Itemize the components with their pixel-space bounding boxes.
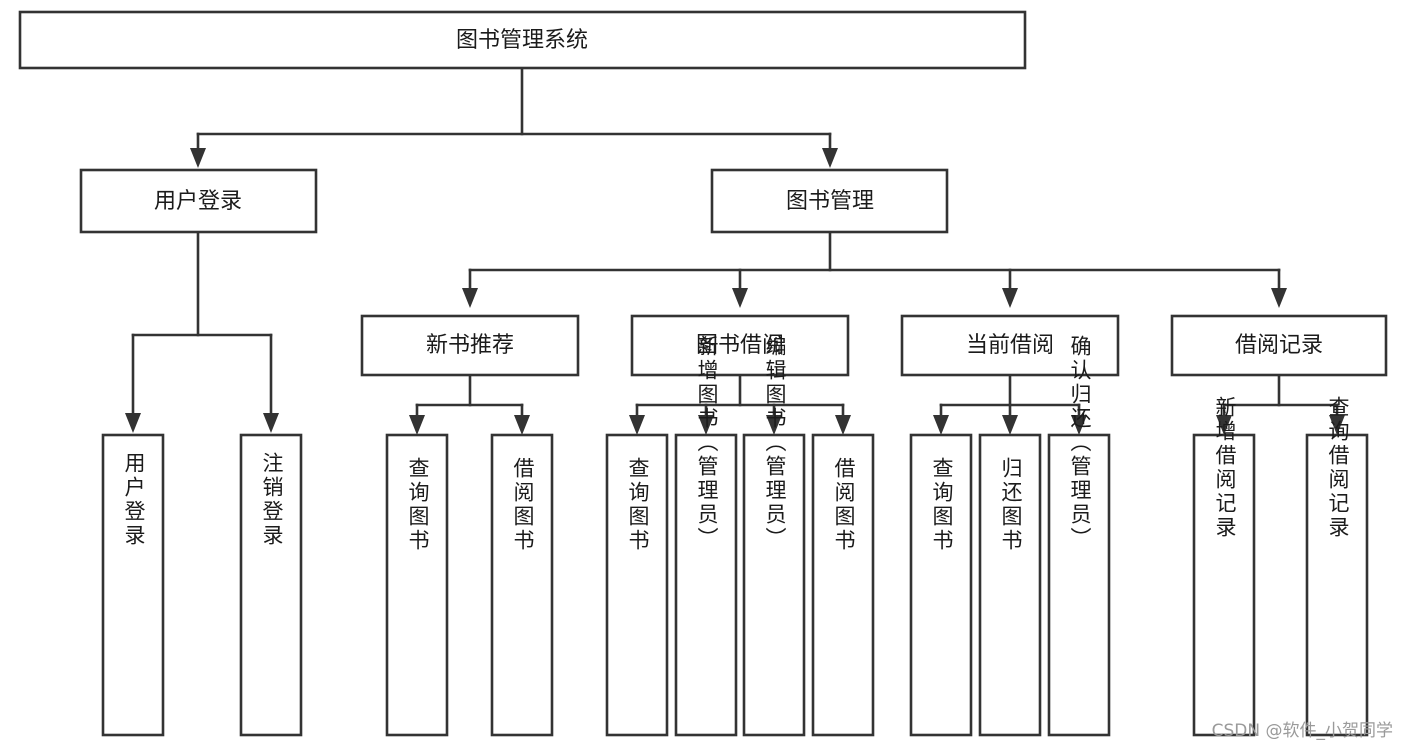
leaf-borrow-book-1-box[interactable] — [490, 433, 554, 737]
leaf-add-book-label: 新增图书（管理员） — [695, 335, 719, 551]
arrow-bb-to-leaf1 — [629, 415, 645, 435]
node-root[interactable]: 图书管理系统 — [18, 10, 1027, 70]
leaf-return-book-label: 归还图书 — [999, 457, 1023, 553]
leaf-query-book-2-box[interactable] — [605, 433, 669, 737]
node-book-borrow-box[interactable] — [630, 314, 850, 377]
node-book-borrow[interactable]: 图书借阅 — [630, 314, 850, 377]
node-book-borrow-label: 图书借阅 — [696, 333, 784, 358]
node-new-book-recommend[interactable]: 新书推荐 — [360, 314, 580, 377]
leaf-edit-book[interactable]: 编辑图书（管理员） — [742, 335, 806, 737]
leaf-query-book-3-box[interactable] — [909, 433, 973, 737]
leaf-query-book-1[interactable]: 查询图书 — [385, 433, 449, 737]
node-borrow-record-label: 借阅记录 — [1235, 333, 1323, 358]
arrow-bb-to-leaf4 — [835, 415, 851, 435]
leaf-query-book-2[interactable]: 查询图书 — [605, 433, 669, 737]
node-borrow-record[interactable]: 借阅记录 — [1170, 314, 1388, 377]
leaf-query-book-3-label: 查询图书 — [930, 457, 954, 553]
leaf-user-logout-box[interactable] — [239, 433, 303, 737]
arrow-root-to-user-login — [190, 148, 206, 168]
node-book-manage[interactable]: 图书管理 — [710, 168, 949, 234]
leaf-add-record-label: 新增借阅记录 — [1213, 396, 1237, 540]
leaf-add-record-box[interactable] — [1192, 433, 1256, 737]
leaf-query-record-label: 查询借阅记录 — [1326, 396, 1350, 540]
node-current-borrow-box[interactable] — [900, 314, 1120, 377]
node-book-manage-box[interactable] — [710, 168, 949, 234]
leaf-query-record-box[interactable] — [1305, 433, 1369, 737]
leaf-user-login-label: 用户登录 — [122, 452, 146, 548]
arrow-bm-to-borrow-record — [1271, 288, 1287, 308]
arrow-newbook-to-leaf2 — [514, 415, 530, 435]
leaf-confirm-return-label: 确认归还（管理员） — [1068, 335, 1092, 551]
node-root-label: 图书管理系统 — [456, 28, 588, 53]
leaf-add-record[interactable]: 新增借阅记录 — [1192, 396, 1256, 737]
leaf-query-book-1-label: 查询图书 — [406, 457, 430, 553]
leaf-user-logout[interactable]: 注销登录 — [239, 433, 303, 737]
leaf-borrow-book-1-label: 借阅图书 — [511, 457, 535, 553]
connector-layer — [125, 66, 1345, 435]
leaf-query-book-3[interactable]: 查询图书 — [909, 433, 973, 737]
leaf-user-login-box[interactable] — [101, 433, 165, 737]
leaf-add-book-box[interactable] — [674, 433, 738, 737]
leaf-borrow-book-2-box[interactable] — [811, 433, 875, 737]
leaf-borrow-book-2[interactable]: 借阅图书 — [811, 433, 875, 737]
node-new-book-recommend-box[interactable] — [360, 314, 580, 377]
arrow-newbook-to-leaf1 — [409, 415, 425, 435]
leaf-borrow-book-2-label: 借阅图书 — [832, 457, 856, 553]
arrow-user-login-to-leaf1 — [125, 413, 141, 433]
node-new-book-recommend-label: 新书推荐 — [426, 333, 514, 358]
leaf-add-book[interactable]: 新增图书（管理员） — [674, 335, 738, 737]
arrow-cb-to-leaf1 — [933, 415, 949, 435]
arrow-bm-to-book-borrow — [732, 288, 748, 308]
leaf-user-login[interactable]: 用户登录 — [101, 433, 165, 737]
leaf-query-book-1-box[interactable] — [385, 433, 449, 737]
leaf-query-book-2-label: 查询图书 — [626, 457, 650, 553]
node-user-login-box[interactable] — [79, 168, 318, 234]
leaf-edit-book-label: 编辑图书（管理员） — [763, 335, 787, 551]
arrow-root-to-book-manage — [822, 148, 838, 168]
leaf-borrow-book-1[interactable]: 借阅图书 — [490, 433, 554, 737]
leaf-user-logout-label: 注销登录 — [260, 452, 284, 548]
leaf-query-record[interactable]: 查询借阅记录 — [1305, 396, 1369, 737]
leaf-edit-book-box[interactable] — [742, 433, 806, 737]
leaf-confirm-return-box[interactable] — [1047, 433, 1111, 737]
leaf-return-book[interactable]: 归还图书 — [978, 433, 1042, 737]
node-book-manage-label: 图书管理 — [786, 189, 874, 214]
node-user-login-label: 用户登录 — [154, 189, 242, 214]
arrow-bm-to-current-borrow — [1002, 288, 1018, 308]
leaf-return-book-box[interactable] — [978, 433, 1042, 737]
arrow-bm-to-new-book — [462, 288, 478, 308]
node-root-box[interactable] — [18, 10, 1027, 70]
node-user-login[interactable]: 用户登录 — [79, 168, 318, 234]
leaf-confirm-return[interactable]: 确认归还（管理员） — [1047, 335, 1111, 737]
node-borrow-record-box[interactable] — [1170, 314, 1388, 377]
arrow-user-login-to-leaf2 — [263, 413, 279, 433]
node-current-borrow[interactable]: 当前借阅 — [900, 314, 1120, 377]
arrow-cb-to-leaf2 — [1002, 415, 1018, 435]
node-current-borrow-label: 当前借阅 — [966, 333, 1054, 358]
